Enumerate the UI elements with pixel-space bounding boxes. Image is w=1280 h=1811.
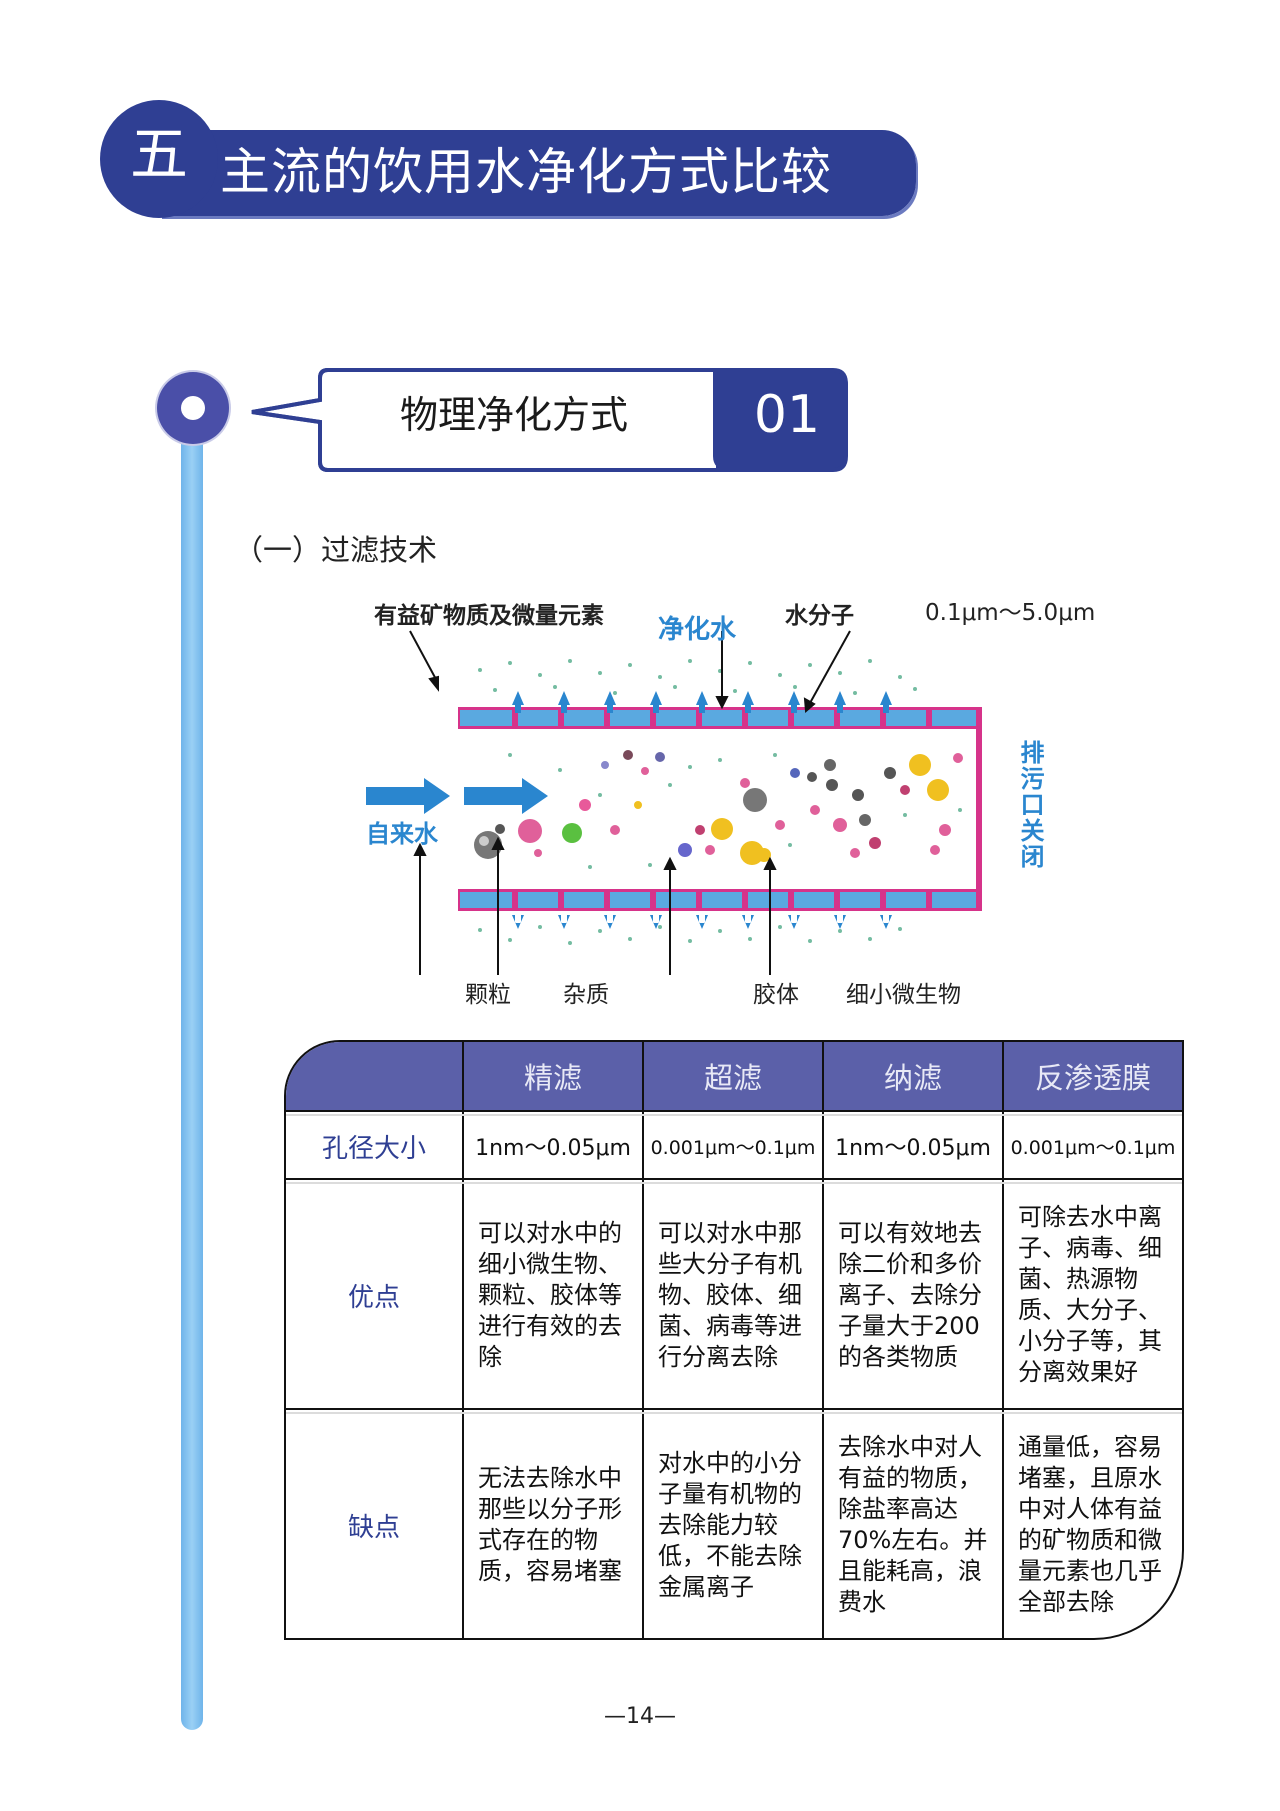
table-divider [286,1182,1182,1184]
advantage-cell: 可除去水中离子、病毒、细菌、热源物质、大分子、小分子等，其分离效果好 [1018,1203,1162,1386]
timeline-node-center [181,396,205,420]
timeline-node [157,372,229,444]
row-label-pore-size: 孔径大小 [321,1133,426,1164]
header-reverse-osmosis: 反渗透膜 [1034,1061,1151,1095]
label-impurities: 杂质 [563,982,609,1008]
label-water-molecule: 水分子 [785,603,854,629]
disadvantage-cell: 对水中的小分子量有机物的去除能力较低，不能去除金属离子 [658,1448,802,1601]
row-label-disadvantages: 缺点 [347,1512,400,1543]
callout-box [251,368,848,472]
table-divider [822,1042,824,1638]
table-divider [286,1412,1182,1414]
advantage-cell: 可以有效地去除二价和多价离子、去除分子量大于200的各类物质 [838,1218,982,1371]
label-particles: 颗粒 [465,982,511,1008]
label-pore-range: 0.1μm～5.0μm [925,600,1096,626]
pore-size-cell: 1nm～0.05μm [475,1136,631,1161]
disadvantage-cell: 去除水中对人有益的物质，除盐率高达70%左右。并且能耗高，浪费水 [838,1433,988,1616]
row-label-advantages: 优点 [347,1282,400,1313]
page-number: —14— [604,1704,676,1729]
label-purified-water: 净化水 [658,615,737,645]
timeline-line [181,430,203,1730]
filtration-diagram: 有益矿物质及微量元素 净化水 水分子 0.1μm～5.0μm 自来水 排污口关闭… [360,595,1100,1015]
table-header-row [286,1042,1182,1110]
pore-size-cell: 1nm～0.05μm [835,1136,991,1161]
section-title: 主流的饮用水净化方式比较 [220,143,832,201]
section-header: 五 主流的饮用水净化方式比较 [100,100,920,220]
label-colloids: 胶体 [753,982,799,1008]
filtration-diagram-graphic [360,595,1100,1015]
table-divider [642,1042,644,1638]
label-drain-closed: 排污口关闭 [1016,740,1044,870]
table-divider [1002,1042,1004,1638]
table-divider [286,1114,1182,1116]
section-number: 五 [129,120,188,188]
label-tap-water: 自来水 [366,820,438,848]
table-divider [286,1110,1182,1112]
label-microorganisms: 细小微生物 [846,982,961,1008]
table-frame: 精滤 超滤 纳滤 反渗透膜 孔径大小 1nm～0.05μm 0.001μm～0.… [284,1040,1184,1640]
pore-size-cell: 0.001μm～0.1μm [650,1136,816,1159]
label-minerals: 有益矿物质及微量元素 [374,603,604,629]
header-fine-filtration: 精滤 [523,1061,582,1095]
table-divider [286,1178,1182,1180]
table-divider [462,1042,464,1638]
section-title-bar [160,130,916,216]
callout-title: 物理净化方式 [400,393,629,437]
disadvantage-cell: 无法去除水中那些以分子形式存在的物质，容易堵塞 [478,1464,622,1585]
subsection-title: （一）过滤技术 [234,533,438,567]
advantage-cell: 可以对水中的细小微生物、颗粒、胶体等进行有效的去除 [478,1218,622,1371]
comparison-table: 精滤 超滤 纳滤 反渗透膜 孔径大小 1nm～0.05μm 0.001μm～0.… [284,1040,1184,1640]
pore-size-cell: 0.001μm～0.1μm [1010,1136,1176,1159]
disadvantage-cell: 通量低，容易堵塞，且原水中对人体有益的矿物质和微量元素也几乎全部去除 [1018,1433,1162,1616]
advantage-cell: 可以对水中那些大分子有机物、胶体、细菌、病毒等进行分离去除 [658,1218,802,1371]
header-nanofiltration: 纳滤 [883,1061,942,1095]
table-divider [286,1408,1182,1410]
callout-number: 01 [753,385,821,445]
section-number-badge [100,100,218,218]
header-ultrafiltration: 超滤 [703,1061,762,1095]
